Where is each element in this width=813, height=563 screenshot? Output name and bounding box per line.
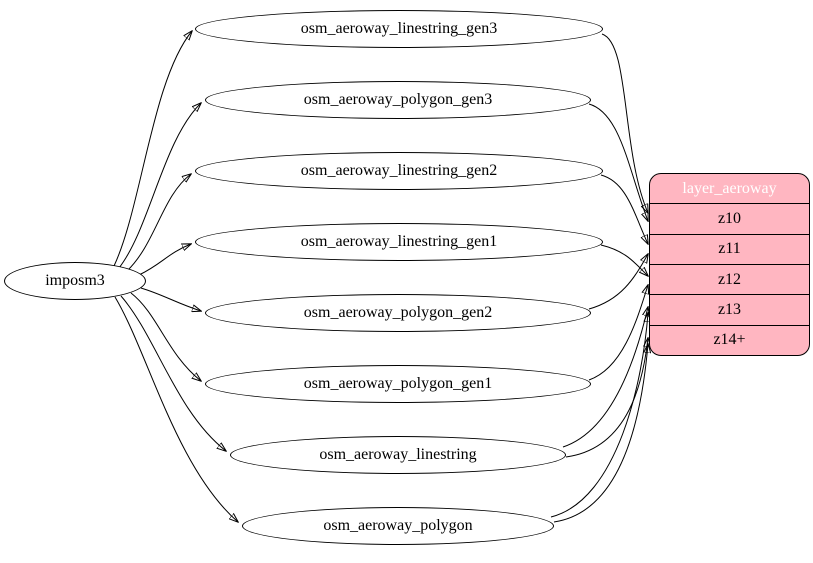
- edge-linestring-gen2-to-z11: [600, 174, 648, 244]
- edge-imposm3-to-linestring: [120, 295, 226, 451]
- table-node-label: osm_aeroway_linestring: [319, 446, 477, 463]
- layer-zoom-row-z11: z11: [650, 233, 809, 264]
- layer-zoom-row-z13: z13: [650, 294, 809, 324]
- edge-polygon-to-z14: [553, 344, 648, 523]
- table-node-osm-aeroway-polygon-gen1: osm_aeroway_polygon_gen1: [205, 365, 591, 403]
- layer-zoom-row-z10: z10: [650, 203, 809, 233]
- table-node-osm-aeroway-polygon-gen2: osm_aeroway_polygon_gen2: [205, 294, 591, 332]
- edge-imposm3-to-polygon-gen1: [130, 292, 201, 381]
- edge-imposm3-to-polygon-gen3: [118, 103, 201, 269]
- table-node-osm-aeroway-linestring-gen1: osm_aeroway_linestring_gen1: [195, 223, 603, 261]
- table-node-osm-aeroway-linestring: osm_aeroway_linestring: [230, 436, 566, 474]
- edge-imposm3-to-linestring-gen3: [113, 31, 192, 267]
- edge-linestring-gen1-to-z12: [600, 244, 648, 276]
- layer-zoom-row-z12: z12: [650, 263, 809, 294]
- layer-node-title: layer_aeroway: [682, 179, 777, 197]
- edge-linestring-gen3-to-z10: [601, 33, 648, 213]
- edge-polygon-to-z13: [550, 313, 648, 518]
- table-node-label: osm_aeroway_linestring_gen3: [300, 20, 498, 37]
- layer-node-layer-aeroway: layer_aeroway z10 z11 z12 z13 z14+: [649, 173, 810, 356]
- table-node-osm-aeroway-polygon: osm_aeroway_polygon: [242, 507, 554, 545]
- table-node-label: osm_aeroway_polygon_gen1: [303, 375, 493, 392]
- table-node-osm-aeroway-linestring-gen3: osm_aeroway_linestring_gen3: [195, 10, 603, 48]
- table-node-osm-aeroway-polygon-gen3: osm_aeroway_polygon_gen3: [205, 81, 591, 119]
- edge-imposm3-to-polygon: [114, 296, 238, 522]
- edge-imposm3-to-polygon-gen2: [140, 287, 201, 311]
- edge-imposm3-to-linestring-gen1: [138, 244, 191, 276]
- edge-polygon-gen2-to-z11: [588, 254, 648, 310]
- table-node-label: osm_aeroway_linestring_gen2: [300, 162, 498, 179]
- layer-zoom-row-z14plus: z14+: [650, 324, 809, 355]
- source-node-label: imposm3: [45, 272, 105, 289]
- edge-imposm3-to-linestring-gen2: [126, 174, 191, 272]
- source-node-imposm3: imposm3: [4, 262, 146, 300]
- edge-linestring-to-z14: [565, 338, 648, 458]
- table-node-osm-aeroway-linestring-gen2: osm_aeroway_linestring_gen2: [195, 152, 603, 190]
- table-node-label: osm_aeroway_polygon: [323, 517, 473, 534]
- edge-polygon-gen3-to-z10: [588, 103, 648, 221]
- table-node-label: osm_aeroway_polygon_gen3: [303, 91, 493, 108]
- table-node-label: osm_aeroway_polygon_gen2: [303, 304, 493, 321]
- table-node-label: osm_aeroway_linestring_gen1: [300, 233, 498, 250]
- edge-polygon-gen1-to-z12: [588, 285, 648, 381]
